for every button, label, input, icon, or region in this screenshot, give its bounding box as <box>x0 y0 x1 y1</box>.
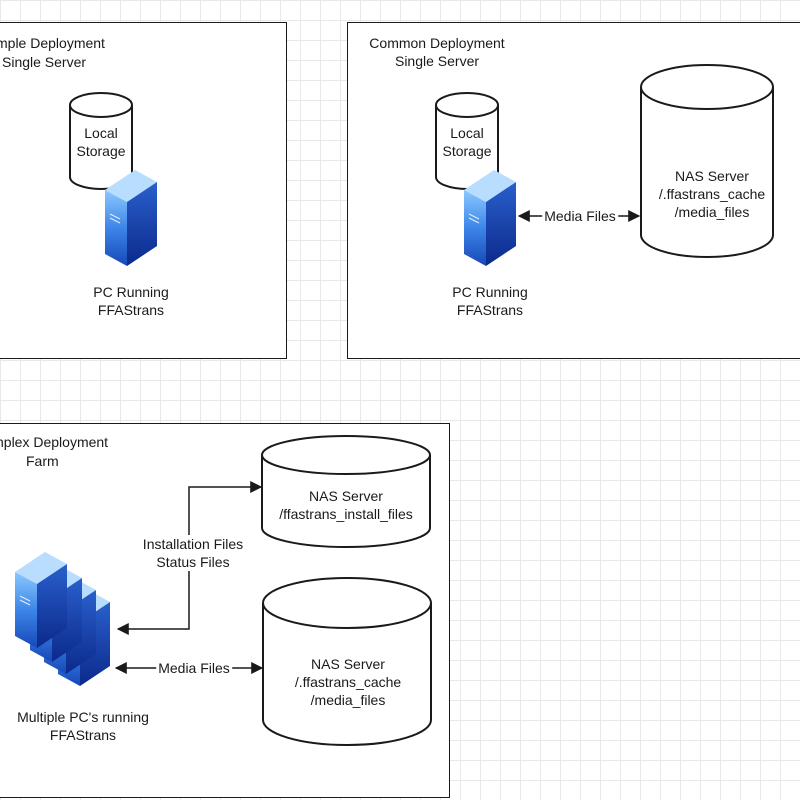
storage-label-line2: Storage <box>442 143 492 159</box>
server-label-simple: PC Running FFAStrans <box>93 283 169 319</box>
server-label-line2: FFAStrans <box>97 302 165 318</box>
servers-label-line2: FFAStrans <box>49 727 117 743</box>
nas-server-cylinder-common <box>640 64 774 258</box>
storage-label-common: Local Storage <box>442 124 491 160</box>
local-storage-cylinder-simple <box>69 92 133 190</box>
nas-label-line2: /ffastrans_install_files <box>279 506 413 522</box>
panel-title-complex: nplex Deployment Farm <box>0 433 120 471</box>
server-label-line1: PC Running <box>93 284 169 300</box>
nas-label-line2: /.ffastrans_cache <box>294 674 402 690</box>
arrow-label-media-complex: Media Files <box>156 659 232 677</box>
nas-media-cylinder-complex <box>262 577 432 746</box>
arrow-label-line1: Installation Files <box>142 536 244 552</box>
nas-label-common: NAS Server /.ffastrans_cache /media_file… <box>659 167 765 221</box>
storage-label-simple: Local Storage <box>76 124 125 160</box>
arrow-label-common: Media Files <box>542 207 618 225</box>
panel-title-line1: mple Deployment <box>0 35 105 51</box>
arrow-label-install-status: Installation Files Status Files <box>140 535 246 571</box>
nas-label-install: NAS Server /ffastrans_install_files <box>279 487 413 523</box>
server-label-line1: PC Running <box>452 284 528 300</box>
storage-label-line1: Local <box>450 125 484 141</box>
panel-title-line2: Single Server <box>2 54 87 70</box>
panel-title-line1: nplex Deployment <box>0 434 109 450</box>
panel-title-simple: mple Deployment Single Server <box>0 34 120 72</box>
nas-install-cylinder <box>261 435 431 548</box>
panel-title-line2: Farm <box>26 453 59 469</box>
panel-title-common: Common Deployment Single Server <box>369 34 504 70</box>
server-tower-icon <box>464 170 516 266</box>
nas-label-line2: /.ffastrans_cache <box>658 186 766 202</box>
storage-label-line1: Local <box>84 125 118 141</box>
panel-title-line1: Common Deployment <box>369 35 505 51</box>
server-label-common: PC Running FFAStrans <box>452 283 528 319</box>
nas-label-media-complex: NAS Server /.ffastrans_cache /media_file… <box>295 655 401 709</box>
storage-label-line2: Storage <box>76 143 126 159</box>
arrow-label-line2: Status Files <box>156 554 230 570</box>
panel-title-line2: Single Server <box>394 53 480 69</box>
server-farm-icon <box>15 552 110 686</box>
nas-label-line3: /media_files <box>310 692 386 708</box>
server-label-line2: FFAStrans <box>456 302 524 318</box>
server-tower-icon <box>105 170 157 266</box>
servers-label-complex: Multiple PC's running FFAStrans <box>17 708 149 744</box>
nas-label-line1: NAS Server <box>309 488 383 504</box>
nas-label-line3: /media_files <box>674 204 750 220</box>
nas-label-line1: NAS Server <box>311 656 385 672</box>
servers-label-line1: Multiple PC's running <box>17 709 149 725</box>
nas-label-line1: NAS Server <box>675 168 749 184</box>
